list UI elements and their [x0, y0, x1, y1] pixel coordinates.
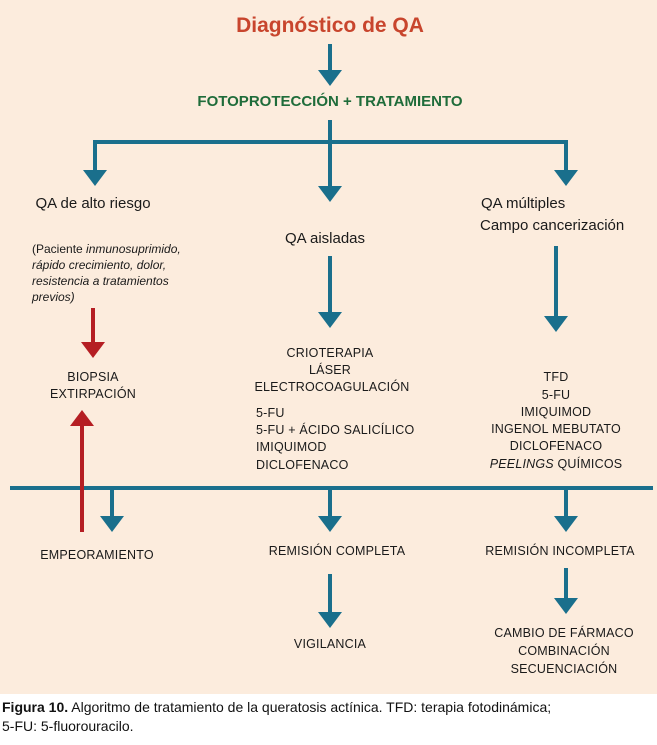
- left-action-1: BIOPSIA: [67, 370, 119, 384]
- red-arrowhead-up: [70, 410, 94, 426]
- right-followup: SECUENCIACIÓN: [510, 662, 618, 676]
- center-group-1-item: CRIOTERAPIA: [286, 346, 374, 360]
- right-treatment-last: PEELINGS QUÍMICOS: [490, 455, 623, 473]
- right-outcome: REMISIÓN INCOMPLETA: [485, 544, 635, 558]
- arrowhead-center: [318, 186, 342, 202]
- note-open: (Paciente: [32, 242, 87, 256]
- note-line-2: rápido crecimiento, dolor,: [32, 258, 167, 272]
- center-group-1-item: ELECTROCOAGULACIÓN: [254, 380, 410, 394]
- left-heading: QA de alto riesgo: [35, 195, 151, 212]
- center-group-2-item: 5-FU: [256, 406, 285, 420]
- caption-label: Figura 10.: [2, 699, 69, 715]
- right-heading-1: QA múltiples: [481, 195, 566, 212]
- diagram-title: Diagnóstico de QA: [236, 14, 424, 37]
- center-group-2-item: DICLOFENACO: [256, 458, 349, 472]
- note-line-4: previos): [32, 290, 75, 304]
- red-arrowhead-biopsia: [81, 342, 105, 358]
- left-action-2: EXTIRPACIÓN: [49, 387, 137, 401]
- center-group-2-item: 5-FU + ÁCIDO SALICÍLICO: [256, 423, 415, 437]
- arrowhead-subtitle: [318, 70, 342, 86]
- right-treatment: 5-FU: [541, 388, 571, 402]
- arrowhead-right: [554, 170, 578, 186]
- arrowhead-bottom-left: [100, 516, 124, 532]
- right-treatment: TFD: [543, 370, 569, 384]
- right-treatment: INGENOL MEBUTATO: [491, 422, 621, 436]
- figure-caption: Figura 10. Algoritmo de tratamiento de l…: [2, 698, 652, 736]
- quimicos-text: QUÍMICOS: [553, 457, 623, 471]
- center-heading: QA aisladas: [284, 230, 366, 247]
- right-treatment: IMIQUIMOD: [520, 405, 592, 419]
- right-treatment: DICLOFENACO: [509, 439, 603, 453]
- center-outcome: REMISIÓN COMPLETA: [268, 544, 406, 558]
- arrowhead-left: [83, 170, 107, 186]
- flow-connectors: [10, 44, 653, 628]
- right-followup: COMBINACIÓN: [518, 644, 610, 658]
- arrowhead-right-treatments: [544, 316, 568, 332]
- arrowhead-cambio: [554, 598, 578, 614]
- diagram-panel: Diagnóstico de QA FOTOPROTECCIÓN + TRATA…: [0, 0, 657, 694]
- right-heading-2: Campo cancerización: [480, 217, 625, 234]
- left-note: (Paciente inmunosuprimido, rápido crecim…: [32, 241, 181, 305]
- peelings-italic: PEELINGS: [489, 457, 554, 471]
- note-line-3: resistencia a tratamientos: [32, 274, 169, 288]
- caption-text-1: Algoritmo de tratamiento de la queratosi…: [68, 699, 552, 715]
- center-followup: VIGILANCIA: [293, 637, 367, 651]
- diagram-subtitle: FOTOPROTECCIÓN + TRATAMIENTO: [197, 93, 463, 110]
- caption-text-2: 5-FU: 5-fluorouracilo.: [2, 718, 134, 734]
- left-outcome: EMPEORAMIENTO: [40, 548, 154, 562]
- arrowhead-bottom-right: [554, 516, 578, 532]
- center-group-1-item: LÁSER: [309, 363, 351, 377]
- arrowhead-vigilancia: [318, 612, 342, 628]
- note-italic-1: inmunosuprimido,: [86, 242, 181, 256]
- right-followup: CAMBIO DE FÁRMACO: [494, 626, 634, 640]
- arrowhead-bottom-center: [318, 516, 342, 532]
- center-group-2-item: IMIQUIMOD: [256, 440, 327, 454]
- arrowhead-center-treatments: [318, 312, 342, 328]
